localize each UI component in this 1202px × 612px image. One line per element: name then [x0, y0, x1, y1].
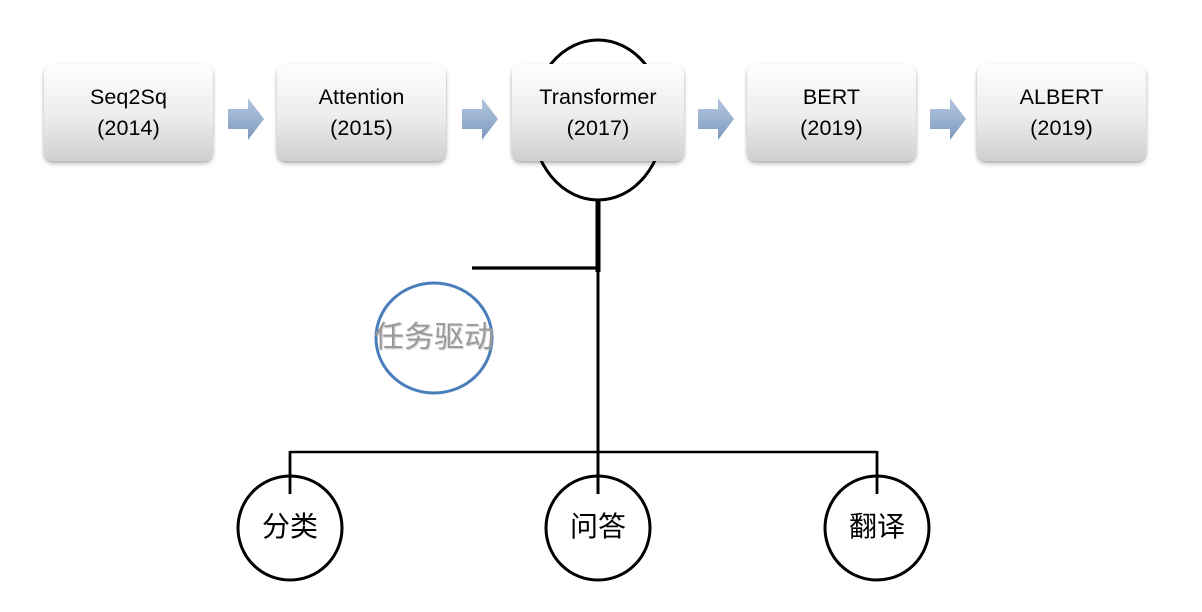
leaf-arc-bottom-classification	[236, 526, 344, 582]
timeline-node-transformer[interactable]: Transformer (2017)	[512, 64, 684, 161]
arrow-right-icon-bert-to-albert	[930, 98, 966, 140]
node-title-albert: ALBERT	[1019, 84, 1104, 109]
leaf-arc-top-classification	[236, 474, 344, 530]
node-title-seq2sq: Seq2Sq	[89, 84, 168, 109]
node-year-attention: (2015)	[330, 115, 393, 140]
node-year-bert: (2019)	[800, 115, 863, 140]
leaf-arc-top-translation	[823, 474, 931, 530]
node-title-transformer: Transformer	[539, 84, 657, 109]
annotation-arc-top	[374, 281, 494, 340]
leaf-label-translation: 翻译	[848, 510, 905, 543]
node-title-bert: BERT	[802, 84, 861, 109]
node-year-seq2sq: (2014)	[97, 115, 160, 140]
leaf-arc-top-qa	[544, 474, 652, 530]
node-year-albert: (2019)	[1030, 115, 1093, 140]
arrow-right-icon-seq2sq-to-attention	[228, 98, 264, 140]
timeline-node-attention[interactable]: Attention (2015)	[277, 64, 446, 161]
leaf-arc-bottom-translation	[823, 526, 931, 582]
arrow-right-icon-transformer-to-bert	[698, 98, 734, 140]
annotation-arc-bottom	[374, 336, 494, 395]
arrow-right-icon-attention-to-transformer	[462, 98, 498, 140]
node-year-transformer: (2017)	[566, 115, 630, 140]
timeline-node-albert[interactable]: ALBERT (2019)	[977, 64, 1146, 161]
timeline-node-seq2sq[interactable]: Seq2Sq (2014)	[44, 64, 213, 161]
leaf-label-classification: 分类	[261, 510, 318, 543]
timeline-node-bert[interactable]: BERT (2019)	[747, 64, 916, 161]
leaf-label-qa: 问答	[569, 510, 626, 543]
leaf-arc-bottom-qa	[544, 526, 652, 582]
node-title-attention: Attention	[318, 84, 405, 109]
annotation-label-task-driven: 任务驱动	[374, 320, 494, 355]
